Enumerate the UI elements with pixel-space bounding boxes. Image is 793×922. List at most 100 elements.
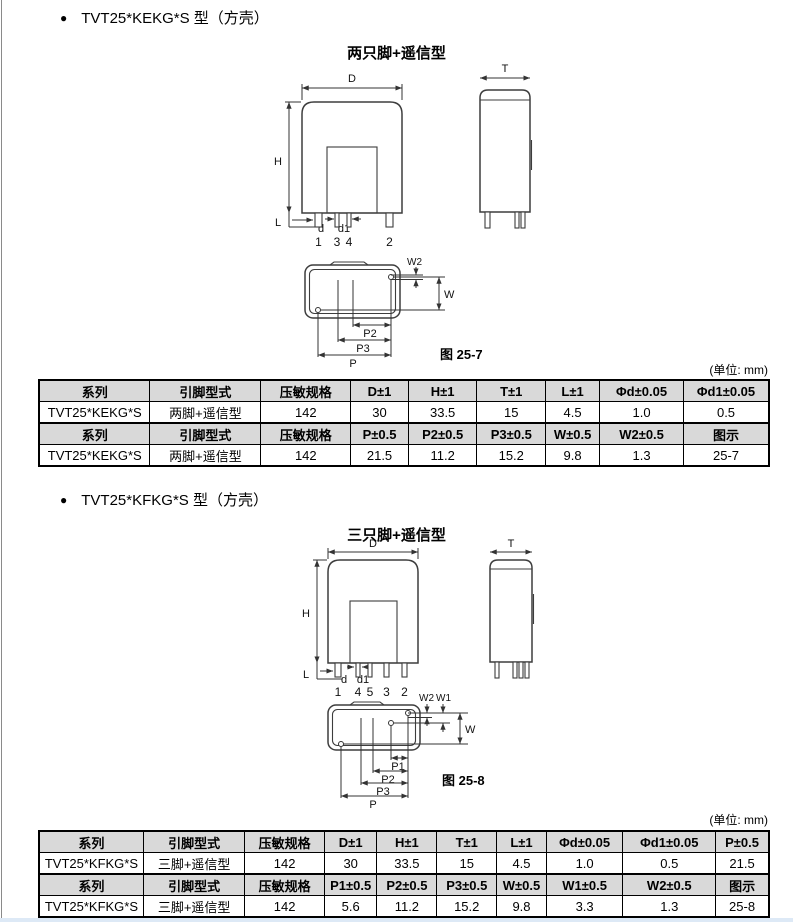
dim-label-d: d <box>318 223 324 235</box>
dim-label-t: T <box>502 63 509 75</box>
header-cell: 图示 <box>715 873 770 896</box>
data-cell: 25-7 <box>683 444 770 467</box>
dim-label-p: P <box>369 799 376 811</box>
header-cell: 压敏规格 <box>244 873 325 896</box>
header-cell: 系列 <box>38 422 151 445</box>
window-bottom-edge <box>0 918 793 922</box>
data-cell: 25-8 <box>715 895 770 918</box>
data-cell: 142 <box>244 895 325 918</box>
pin-label: 2 <box>401 685 408 699</box>
page-left-border <box>1 0 2 922</box>
data-cell: 0.5 <box>622 852 717 875</box>
data-cell: 1.3 <box>622 895 717 918</box>
header-cell: W2±0.5 <box>599 422 685 445</box>
section-1-heading: ● TVT25*KEKG*S 型（方壳） <box>60 7 269 28</box>
dim-label-w2: W2 <box>407 257 422 268</box>
dim-label-p: P <box>349 358 356 370</box>
bullet-icon: ● <box>60 493 68 507</box>
dim-label-w2: W2 <box>419 693 434 704</box>
pin-label: 3 <box>383 685 390 699</box>
pin-label: 4 <box>355 685 362 699</box>
data-cell: 142 <box>260 401 352 424</box>
dim-label-d: d <box>341 674 347 686</box>
header-cell: T±1 <box>436 830 498 853</box>
dim-label-p2: P2 <box>363 328 376 340</box>
kfkg-front-side-drawing: D H L d d1 1 4 5 3 2 T <box>302 538 535 699</box>
header-cell: P3±0.5 <box>476 422 547 445</box>
data-cell: TVT25*KEKG*S <box>38 444 151 467</box>
section-1-title: TVT25*KEKG*S 型（方壳） <box>81 10 269 27</box>
bullet-icon: ● <box>60 11 68 25</box>
pin-label: 1 <box>315 235 322 249</box>
data-cell: 30 <box>323 852 378 875</box>
pin-label: 4 <box>346 235 353 249</box>
figure-caption-25-8: 图 25-8 <box>442 773 485 788</box>
data-cell: 0.5 <box>683 401 770 424</box>
data-cell: 三脚+遥信型 <box>142 895 246 918</box>
data-cell: 两脚+遥信型 <box>149 401 262 424</box>
pin-label: 5 <box>367 685 374 699</box>
data-cell: TVT25*KFKG*S <box>38 852 144 875</box>
data-cell: 142 <box>260 444 352 467</box>
header-cell: H±1 <box>407 379 478 402</box>
header-cell: W±0.5 <box>545 422 601 445</box>
header-cell: W1±0.5 <box>545 873 624 896</box>
pin-label: 2 <box>386 235 393 249</box>
header-cell: 压敏规格 <box>260 379 352 402</box>
dim-label-l: L <box>275 217 281 229</box>
data-cell: 11.2 <box>376 895 438 918</box>
data-cell: 9.8 <box>545 444 601 467</box>
header-cell: P1±0.5 <box>323 873 378 896</box>
kekg-front-side-drawing: D H L d d1 1 3 4 2 T <box>274 63 533 249</box>
dim-label-h: H <box>274 156 282 168</box>
data-cell: 142 <box>244 852 325 875</box>
data-cell: 4.5 <box>496 852 547 875</box>
header-cell: 图示 <box>683 422 770 445</box>
dim-label-w: W <box>465 724 476 736</box>
dim-label-d-cap: D <box>369 538 377 550</box>
header-cell: P±0.5 <box>350 422 409 445</box>
header-cell: Φd1±0.05 <box>683 379 770 402</box>
data-cell: 15 <box>436 852 498 875</box>
kekg-bottom-view-drawing: P2 P3 P W2 W <box>304 257 455 370</box>
table-row: TVT25*KEKG*S 两脚+遥信型 142 30 33.5 15 4.5 1… <box>38 401 770 424</box>
dim-label-d-cap: D <box>348 73 356 85</box>
header-cell: P2±0.5 <box>407 422 478 445</box>
table-row: 系列 引脚型式 压敏规格 P1±0.5 P2±0.5 P3±0.5 W±0.5 … <box>38 873 770 896</box>
header-cell: T±1 <box>476 379 547 402</box>
header-cell: 引脚型式 <box>142 830 246 853</box>
header-cell: P3±0.5 <box>436 873 498 896</box>
dim-label-t: T <box>508 538 515 550</box>
section-2-title: TVT25*KFKG*S 型（方壳） <box>81 492 268 509</box>
header-cell: D±1 <box>323 830 378 853</box>
unit-note: (单位: mm) <box>709 813 768 827</box>
dim-label-l: L <box>303 669 309 681</box>
data-cell: 30 <box>350 401 409 424</box>
data-cell: 15 <box>476 401 547 424</box>
table-row: TVT25*KFKG*S 三脚+遥信型 142 5.6 11.2 15.2 9.… <box>38 895 770 918</box>
header-cell: P2±0.5 <box>376 873 438 896</box>
data-cell: TVT25*KEKG*S <box>38 401 151 424</box>
header-cell: 系列 <box>38 379 151 402</box>
data-cell: 1.0 <box>545 852 624 875</box>
data-cell: 4.5 <box>545 401 601 424</box>
table-row: TVT25*KFKG*S 三脚+遥信型 142 30 33.5 15 4.5 1… <box>38 852 770 875</box>
table-row: TVT25*KEKG*S 两脚+遥信型 142 21.5 11.2 15.2 9… <box>38 444 770 467</box>
data-cell: 9.8 <box>496 895 547 918</box>
data-cell: 1.0 <box>599 401 685 424</box>
data-cell: 21.5 <box>715 852 770 875</box>
header-cell: Φd±0.05 <box>545 830 624 853</box>
dim-label-w: W <box>444 289 455 301</box>
header-cell: W2±0.5 <box>622 873 717 896</box>
dim-label-p2: P2 <box>381 774 394 786</box>
header-cell: L±1 <box>545 379 601 402</box>
header-cell: 引脚型式 <box>149 422 262 445</box>
unit-note: (单位: mm) <box>709 363 768 377</box>
data-cell: 两脚+遥信型 <box>149 444 262 467</box>
data-cell: 21.5 <box>350 444 409 467</box>
header-cell: L±1 <box>496 830 547 853</box>
kfkg-bottom-view-drawing: P1 P2 P3 P W2 W1 W <box>327 693 476 811</box>
header-cell: D±1 <box>350 379 409 402</box>
header-cell: 引脚型式 <box>142 873 246 896</box>
